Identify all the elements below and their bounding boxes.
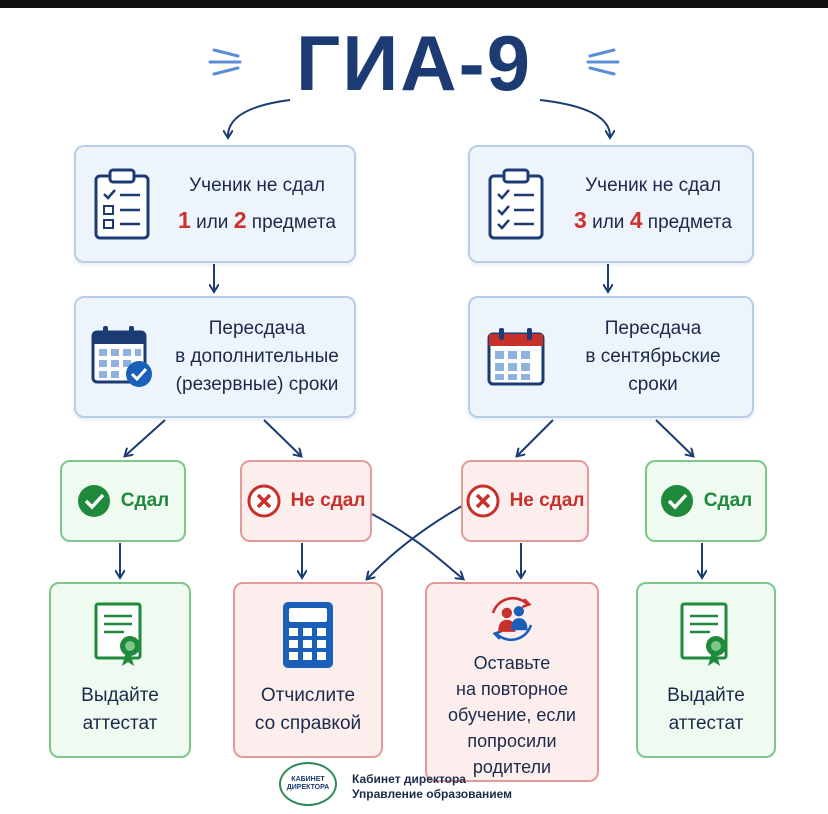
result-expel: Отчислите со справкой [233, 582, 383, 758]
condition-box-left: Ученик не сдал 1 или 2 предмета [74, 145, 356, 263]
check-circle-icon [77, 485, 110, 517]
people-cycle-icon [491, 597, 533, 641]
retake-box-right: Пересдача в сентябрьские сроки [468, 296, 754, 418]
decor-lines-right-icon [586, 48, 620, 76]
status-label: Сдал [703, 490, 753, 511]
result-text: Отчислите со справкой [254, 685, 362, 734]
check-circle-icon [660, 485, 693, 517]
result-certificate-left: Выдайте аттестат [49, 582, 191, 758]
result-certificate-right: Выдайте аттестат [636, 582, 776, 758]
clipboard-checklist-icon [76, 168, 168, 240]
status-passed-right: Сдал [645, 460, 767, 542]
status-passed-left: Сдал [60, 460, 186, 542]
subject-count-2: 2 [233, 206, 247, 233]
status-failed-left: Не сдал [240, 460, 372, 542]
footer-caption: Кабинет директора Управление образование… [352, 772, 513, 801]
x-circle-icon [466, 484, 500, 518]
calendar-icon [470, 326, 562, 388]
status-failed-right: Не сдал [461, 460, 589, 542]
result-text: Выдайте аттестат [667, 685, 745, 734]
retake-text-right: Пересдача в сентябрьские сроки [585, 318, 721, 395]
retake-text-left: Пересдача в дополнительные (резервные) с… [175, 318, 339, 395]
status-label: Не сдал [290, 490, 366, 511]
logo: КАБИНЕТ ДИРЕКТОРА [279, 762, 337, 806]
x-circle-icon [247, 484, 281, 518]
top-bar [0, 0, 828, 8]
result-repeat: Оставьте на повторное обучение, если поп… [425, 582, 599, 782]
result-text: Выдайте аттестат [81, 685, 159, 734]
certificate-icon [94, 602, 142, 666]
subject-count-4: 4 [629, 206, 643, 233]
certificate-icon [680, 602, 728, 666]
condition-box-right: Ученик не сдал 3 или 4 предмета [468, 145, 754, 263]
status-label: Не сдал [509, 490, 585, 511]
calculator-icon [283, 602, 333, 668]
result-text: Оставьте на повторное обучение, если поп… [448, 653, 576, 777]
condition-text-left: Ученик не сдал 1 или 2 предмета [178, 174, 336, 233]
clipboard-checklist-icon [470, 168, 562, 240]
decor-lines-left-icon [208, 48, 242, 76]
retake-box-left: Пересдача в дополнительные (резервные) с… [74, 296, 356, 418]
subject-count-1: 1 [178, 206, 191, 233]
subject-count-3: 3 [574, 206, 587, 233]
status-label: Сдал [120, 490, 170, 511]
calendar-check-icon [76, 324, 168, 390]
page-title: ГИА-9 [296, 19, 532, 107]
condition-text-right: Ученик не сдал 3 или 4 предмета [574, 174, 732, 233]
